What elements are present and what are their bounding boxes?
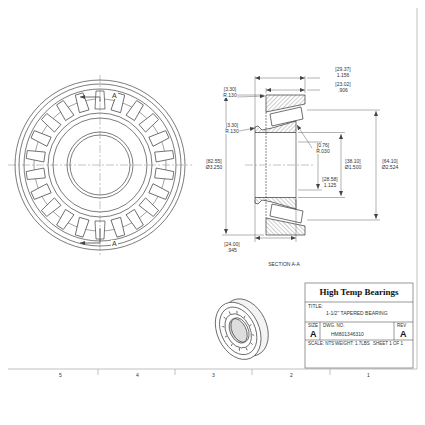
title-block-text: REV (396, 324, 407, 329)
roller (224, 317, 226, 320)
roller (149, 130, 170, 147)
title-block-text: SIZE (307, 324, 319, 329)
dimension-text: 1.125 (323, 183, 338, 188)
roller (31, 130, 52, 147)
dimension-text: [29.37] (334, 67, 351, 72)
title-block-text: DWG. NO. (322, 324, 346, 329)
dimension-text: [3.30] (223, 87, 238, 92)
title-block-text: 1-1/2" TAPERED BEARING (325, 311, 389, 316)
dimension-text: [23.02] (334, 82, 351, 87)
dimension-text: R.130 (224, 129, 239, 134)
roller (222, 326, 224, 328)
roller (56, 100, 74, 121)
roller (111, 217, 126, 237)
roller (155, 150, 174, 162)
roller (31, 184, 52, 201)
zone-number: 1 (366, 373, 371, 378)
title-block-text: HM801346310 (330, 332, 365, 337)
roller (41, 198, 61, 217)
zone-number: 5 (58, 373, 63, 378)
roller (126, 100, 144, 121)
dimension-text: Ø1.500 (344, 165, 362, 170)
title-block-text: A (399, 330, 408, 339)
roller (231, 344, 233, 346)
dimension-text: R.130 (222, 93, 237, 98)
dimension-text: .945 (226, 248, 238, 253)
roller (229, 311, 230, 314)
roller (56, 209, 74, 230)
dimension-text: 1.156 (336, 73, 351, 78)
dimension-text: Ø2.524 (381, 165, 399, 170)
roller (246, 348, 247, 351)
title-block-text: SECTION A-A (267, 262, 301, 267)
title-block-text: High Temp Bearings (318, 288, 399, 297)
roller (252, 334, 254, 336)
roller (251, 342, 253, 345)
dimension-text: [82.55] (205, 159, 222, 164)
dimension-text: [28.58] (321, 177, 338, 182)
title-block-text: WEIGHT: 1.7LBS (334, 342, 371, 347)
dimension-text: R.030 (315, 149, 330, 154)
roller (41, 113, 61, 132)
section-letter: A (111, 240, 118, 247)
roller (26, 168, 45, 180)
title-block-text: SHEET 1 OF 1 (372, 342, 404, 347)
zone-number: 3 (211, 373, 216, 378)
roller (139, 113, 159, 132)
dimension-text: [3.30] (225, 123, 240, 128)
dimension-text: [24.00] (223, 242, 240, 247)
roller (26, 150, 45, 162)
roller (155, 168, 174, 180)
roller (74, 93, 89, 113)
roller (225, 336, 227, 338)
title-block-text: A (309, 330, 318, 339)
zone-number: 2 (289, 373, 294, 378)
dimension-text: .906 (337, 88, 349, 93)
roller (238, 348, 240, 351)
roller (149, 184, 170, 201)
title-block-text: TITLE: (307, 304, 324, 309)
roller (236, 311, 238, 314)
roller (126, 209, 144, 230)
roller (139, 198, 159, 217)
dimension-text: [0.76] (316, 143, 331, 148)
roller (74, 217, 89, 237)
dimension-text: [64.10] (381, 159, 398, 164)
title-block-text: SCALE: NTS (307, 342, 335, 347)
dimension-text: [38.10] (344, 159, 361, 164)
dimension-text: Ø3.250 (205, 165, 223, 170)
roller (250, 324, 252, 326)
roller (243, 316, 245, 318)
zone-number: 4 (135, 373, 140, 378)
section-letter: A (111, 92, 118, 99)
roller (111, 93, 126, 113)
